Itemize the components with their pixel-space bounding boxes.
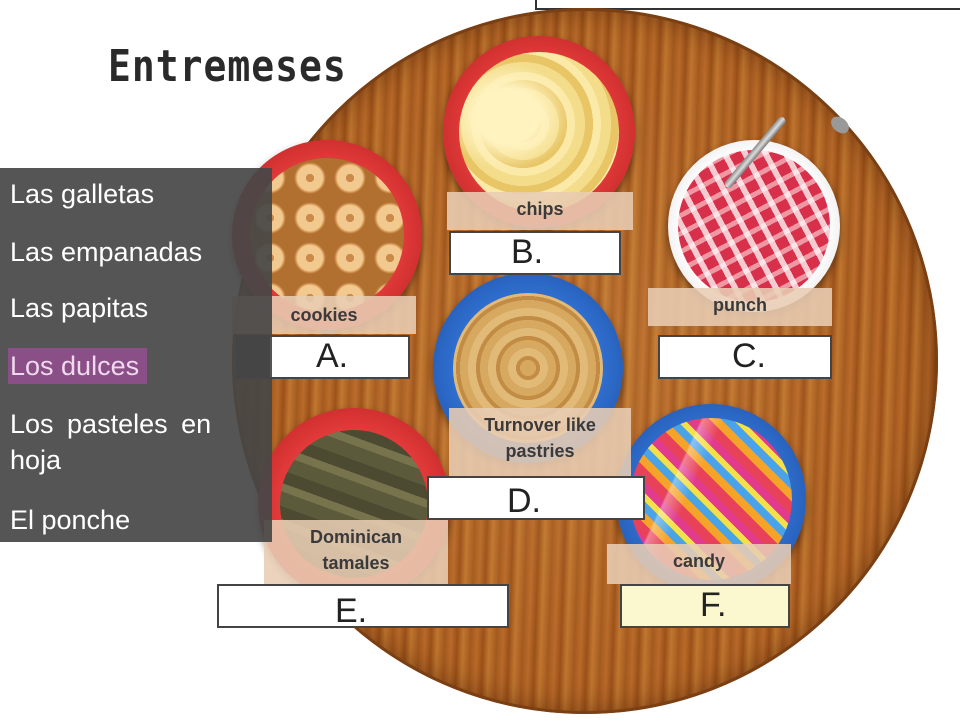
label-chips: chips xyxy=(447,192,633,230)
label-pastries: Turnover like pastries xyxy=(449,408,631,476)
answer-box-f[interactable]: F. xyxy=(620,584,790,628)
answer-letter-d: D. xyxy=(507,482,541,520)
word-bank-item[interactable]: Las galletas xyxy=(10,179,155,209)
answer-box-e[interactable]: E. xyxy=(217,584,509,630)
punch-food xyxy=(678,150,830,302)
word-bank-item[interactable]: Los pasteles en hoja xyxy=(10,409,212,475)
cookies-food xyxy=(250,158,404,312)
label-punch: punch xyxy=(648,288,832,326)
label-tamales: Dominican tamales xyxy=(264,520,448,584)
chips-food xyxy=(459,52,619,212)
answer-letter-e: E. xyxy=(335,592,368,630)
answer-letter-f: F. xyxy=(700,586,727,624)
page-title: Entremeses xyxy=(108,40,347,92)
answer-box-b[interactable]: B. xyxy=(449,231,621,275)
word-bank-item-selected[interactable]: Los dulces xyxy=(8,348,148,384)
punch-bowl xyxy=(668,140,840,312)
answer-box-c[interactable]: C. xyxy=(658,335,832,379)
answer-box-d[interactable]: D. xyxy=(427,476,645,520)
word-bank-panel: Las galletas Las empanadas Las papitas L… xyxy=(0,168,272,542)
word-bank-item[interactable]: El ponche xyxy=(10,505,131,535)
answer-letter-a: A. xyxy=(316,337,349,375)
word-bank-item[interactable]: Las empanadas xyxy=(10,237,203,267)
label-candy: candy xyxy=(607,544,791,584)
answer-letter-c: C. xyxy=(732,337,766,375)
word-bank-item[interactable]: Las papitas xyxy=(10,293,149,323)
answer-letter-b: B. xyxy=(511,233,544,271)
